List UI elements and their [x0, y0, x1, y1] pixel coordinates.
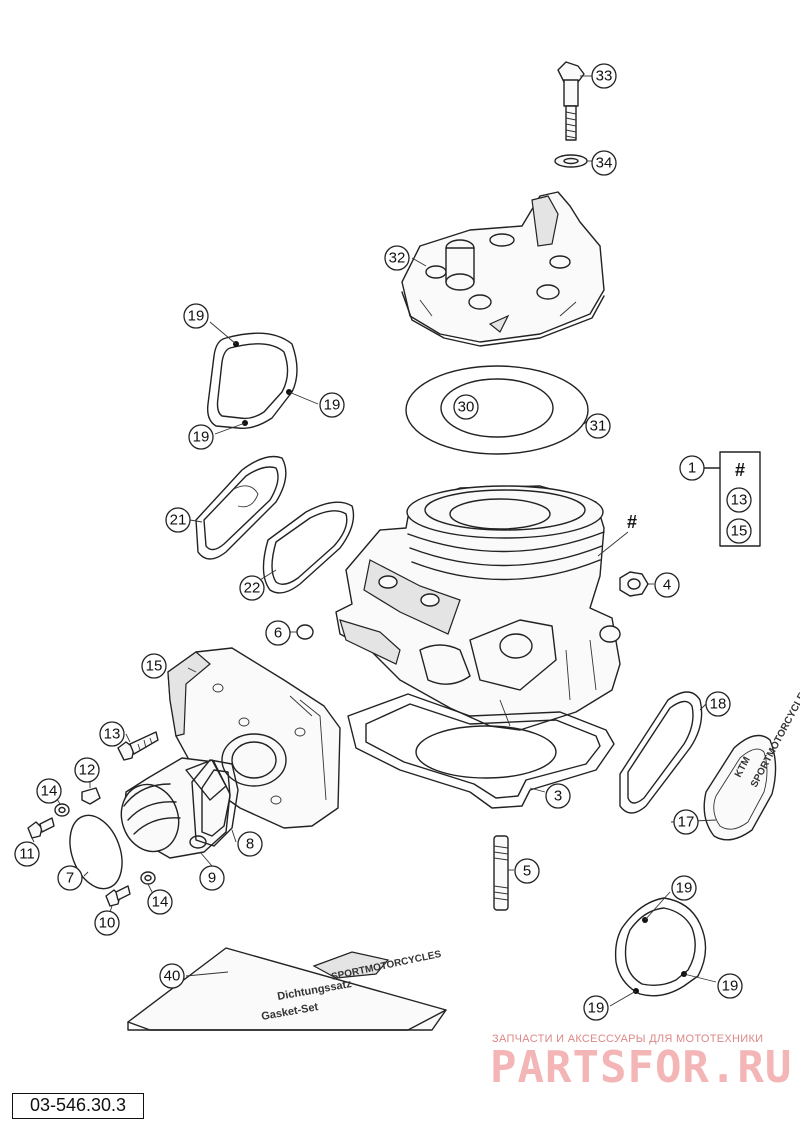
svg-text:18: 18	[710, 696, 727, 713]
callout-31[interactable]: 31	[585, 413, 611, 439]
svg-text:15: 15	[146, 658, 163, 675]
part-gasket-19-upper	[206, 332, 298, 429]
part-gasket-18	[619, 691, 703, 814]
svg-text:31: 31	[590, 418, 607, 435]
part-o-ring-7	[69, 814, 123, 890]
part-bolt-33	[557, 61, 585, 141]
callout-6[interactable]: 6	[265, 620, 291, 646]
callout-40[interactable]: 40	[159, 963, 185, 989]
part-gasket-19-lower	[614, 897, 707, 997]
callout-22[interactable]: 22	[239, 575, 265, 601]
part-washer-34	[554, 154, 588, 168]
callout-15-kit[interactable]: 15	[726, 518, 752, 544]
part-gasket-21	[195, 455, 287, 560]
callout-5[interactable]: 5	[514, 858, 540, 884]
part-nut-4	[619, 571, 649, 597]
callout-14a[interactable]: 14	[36, 778, 62, 804]
svg-text:1: 1	[688, 460, 696, 477]
callout-34[interactable]: 34	[591, 150, 617, 176]
svg-text:34: 34	[596, 155, 613, 172]
svg-text:19: 19	[188, 308, 205, 325]
svg-text:14: 14	[152, 894, 169, 911]
callout-3[interactable]: 3	[545, 783, 571, 809]
kit-hash-symbol: #	[735, 460, 745, 480]
callout-19f[interactable]: 19	[583, 995, 609, 1021]
part-cylinder-head-32	[401, 191, 605, 347]
callout-14b[interactable]: 14	[147, 889, 173, 915]
callout-15[interactable]: 15	[141, 653, 167, 679]
part-washer-14a	[54, 803, 70, 817]
part-clip-12	[81, 787, 101, 805]
svg-text:22: 22	[244, 580, 261, 597]
part-o-ring-6	[296, 624, 314, 640]
svg-text:19: 19	[676, 880, 693, 897]
svg-text:7: 7	[66, 870, 74, 887]
callout-33[interactable]: 33	[591, 63, 617, 89]
watermark-logo: PARTSFOR.RU	[490, 1042, 792, 1093]
part-screw-11	[27, 817, 55, 839]
part-gasket-kit-40: SPORTMOTORCYCLES Dichtungssatz Gasket-Se…	[127, 947, 447, 1031]
svg-text:32: 32	[389, 250, 406, 267]
svg-text:14: 14	[41, 783, 58, 800]
part-base-gasket-3	[347, 693, 615, 809]
svg-text:9: 9	[208, 870, 216, 887]
part-gasket-8	[191, 759, 239, 847]
watermark-tagline: ЗАПЧАСТИ И АКСЕССУАРЫ ДЛЯ МОТОТЕХНИКИ	[492, 1033, 763, 1045]
part-screw-13	[117, 731, 159, 761]
callout-17[interactable]: 17	[673, 809, 699, 835]
part-o-rings-30-31	[405, 365, 589, 455]
callout-9[interactable]: 9	[199, 865, 225, 891]
svg-text:13: 13	[104, 726, 121, 743]
svg-text:19: 19	[324, 397, 341, 414]
callout-1[interactable]: 1	[679, 455, 705, 481]
svg-text:19: 19	[193, 429, 210, 446]
cylinder-hash-leader: #	[597, 512, 637, 557]
callout-30[interactable]: 30	[453, 394, 479, 420]
svg-text:6: 6	[274, 625, 282, 642]
svg-text:13: 13	[731, 492, 748, 509]
watermark: ЗАПЧАСТИ И АКСЕССУАРЫ ДЛЯ МОТОТЕХНИКИ PA…	[490, 1033, 792, 1093]
svg-text:17: 17	[678, 814, 695, 831]
part-stud-5	[493, 835, 509, 911]
svg-text:3: 3	[554, 788, 562, 805]
svg-text:10: 10	[99, 915, 116, 932]
callouts: 33 34 32 19 19 19 30 31 1 13 15 21 22 4 …	[14, 63, 752, 1021]
svg-text:8: 8	[246, 836, 254, 853]
callout-12[interactable]: 12	[74, 757, 100, 783]
svg-text:5: 5	[523, 863, 531, 880]
part-gasket-22	[262, 501, 355, 594]
svg-text:21: 21	[170, 512, 187, 529]
callout-13-kit[interactable]: 13	[726, 487, 752, 513]
part-number-label: 03-546.30.3	[12, 1093, 144, 1119]
callout-8[interactable]: 8	[237, 831, 263, 857]
part-cylinder	[335, 485, 621, 731]
svg-text:4: 4	[663, 577, 671, 594]
callout-19e[interactable]: 19	[717, 973, 743, 999]
part-washer-14b	[140, 871, 156, 885]
callout-7[interactable]: 7	[57, 865, 83, 891]
callout-10[interactable]: 10	[94, 910, 120, 936]
kit-bracket: #	[703, 451, 761, 547]
callout-19a[interactable]: 19	[183, 303, 209, 329]
callout-19b[interactable]: 19	[319, 392, 345, 418]
svg-text:19: 19	[588, 1000, 605, 1017]
callout-32[interactable]: 32	[384, 245, 410, 271]
callout-11[interactable]: 11	[14, 841, 40, 867]
callout-21[interactable]: 21	[165, 507, 191, 533]
callout-19c[interactable]: 19	[188, 424, 214, 450]
callout-19d[interactable]: 19	[671, 875, 697, 901]
svg-text:19: 19	[722, 978, 739, 995]
cylinder-hash-symbol: #	[627, 512, 637, 532]
callout-4[interactable]: 4	[654, 572, 680, 598]
callout-18[interactable]: 18	[705, 691, 731, 717]
svg-text:15: 15	[731, 523, 748, 540]
callout-13[interactable]: 13	[99, 721, 125, 747]
svg-text:33: 33	[596, 68, 613, 85]
part-screw-10	[105, 885, 131, 907]
svg-text:12: 12	[79, 762, 96, 779]
svg-text:11: 11	[19, 846, 35, 863]
svg-text:40: 40	[164, 968, 181, 985]
svg-text:30: 30	[458, 399, 475, 416]
